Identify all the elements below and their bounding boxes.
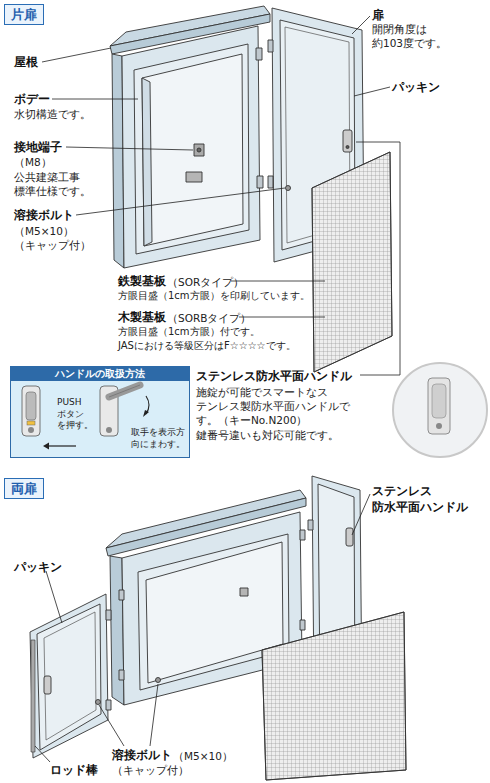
part-name: 溶接ボルト <box>14 208 74 224</box>
single-door-box <box>110 6 392 372</box>
part-name: ステンレス防水平面ハンドル <box>196 368 352 384</box>
heading-text: ハンドルの取扱方法 <box>11 367 189 381</box>
double-door-box <box>30 476 406 780</box>
part-note: （SORBタイプ） <box>167 311 251 325</box>
part-note: （M8） <box>14 155 52 169</box>
instruction-text: PUSH ボタン を押す。 <box>57 397 97 432</box>
handle-inset-art <box>10 366 190 458</box>
leader-lines <box>35 16 400 762</box>
instruction-text: 取手を表示方 向にまわす。 <box>131 427 189 450</box>
part-note: （キャップ付） <box>112 763 189 777</box>
part-note: 施錠が可能でスマートなス テンレス製防水平面ハンドルで す。（キーNo.N200… <box>196 385 348 442</box>
part-name: ロッド棒 <box>50 763 98 779</box>
part-name: 溶接ボルト <box>112 748 172 764</box>
heading-text: 両扉 <box>11 480 37 497</box>
part-name: ボデー <box>14 92 50 108</box>
part-name: 鉄製基板 <box>118 274 166 290</box>
part-note: （M5×10） <box>173 749 233 763</box>
part-name: 屋根 <box>14 55 38 71</box>
part-note: 水切構造です。 <box>14 107 91 121</box>
part-note: 公共建築工事 標準仕様です。 <box>14 170 94 198</box>
part-note: （キャップ付） <box>14 238 91 252</box>
part-name: 木製基板 <box>118 310 166 326</box>
part-note: 方眼目盛（1cm方眼）付です。 JASにおける等級区分はF☆☆☆☆です。 <box>118 325 313 352</box>
part-name: 接地端子 <box>14 140 62 156</box>
part-note: 方眼目盛（1cm方眼）を印刷しています。 <box>118 289 310 303</box>
section-tag: 片扉 <box>4 4 44 25</box>
part-name: パッキン <box>392 80 440 96</box>
handle-closeup <box>393 363 487 457</box>
part-note: 開閉角度は 約103度です。 <box>372 22 472 50</box>
part-name: パッキン <box>14 560 62 576</box>
instruction-inset: ハンドルの取扱方法 PUSH ボタン を押す。取手を表示方 向にまわす。 <box>10 366 190 458</box>
part-note: （SORタイプ） <box>167 275 244 289</box>
part-name: 扉 <box>372 8 384 24</box>
part-name: ステンレス 防水平面ハンドル <box>372 484 484 515</box>
heading-text: 片扉 <box>11 6 37 23</box>
part-note: （M5×10） <box>14 224 74 238</box>
section-tag: 両扉 <box>4 478 44 499</box>
